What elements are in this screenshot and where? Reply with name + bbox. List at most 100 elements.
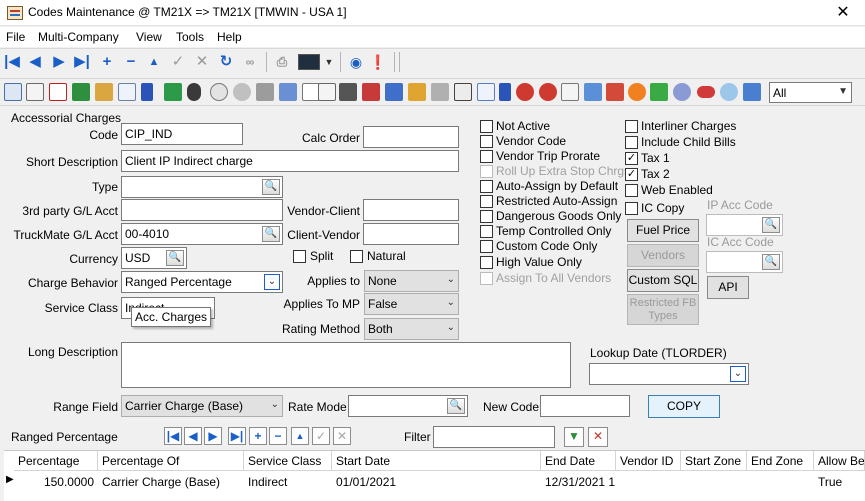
arrow-icon[interactable] (628, 83, 646, 101)
ic-acc-lookup-icon[interactable]: 🔍 (762, 254, 780, 270)
percent-icon[interactable] (4, 83, 22, 101)
network-icon[interactable] (516, 83, 534, 101)
menu-multi-company[interactable]: Multi-Company (38, 30, 119, 44)
natural-checkbox[interactable] (350, 250, 363, 263)
edit-record-icon[interactable]: ▲ (144, 52, 164, 72)
view-filter-select[interactable]: All▼ (769, 82, 852, 103)
client-vendor-input[interactable] (363, 223, 459, 245)
table-cell[interactable] (616, 472, 681, 492)
range-field-select[interactable]: Carrier Charge (Base)⌄ (121, 395, 283, 417)
restricted-fb-types-button[interactable]: Restricted FB Types (627, 294, 699, 325)
close-icon[interactable]: ✕ (833, 2, 853, 22)
box-icon[interactable] (95, 83, 113, 101)
grid-first-icon[interactable]: |◀ (164, 427, 182, 445)
grid-previous-icon[interactable]: ◀ (184, 427, 202, 445)
folder-icon[interactable] (408, 83, 426, 101)
route-icon[interactable] (279, 83, 297, 101)
menu-help[interactable]: Help (217, 30, 242, 44)
note-icon[interactable] (318, 83, 336, 101)
menu-view[interactable]: View (136, 30, 162, 44)
charge-behavior-select[interactable]: Ranged Percentage⌄ (121, 271, 283, 293)
setting-checkbox[interactable] (625, 202, 638, 215)
people-icon[interactable] (673, 83, 691, 101)
rate-mode-input[interactable]: 🔍 (348, 395, 468, 417)
next-record-icon[interactable]: ▶ (49, 52, 69, 72)
house-icon[interactable] (606, 83, 624, 101)
filter-clear-icon[interactable]: ✕ (588, 427, 608, 447)
grid-column-header[interactable]: End Date (541, 451, 616, 471)
grid-column-header[interactable]: Allow Bet (814, 451, 865, 471)
network-alt-icon[interactable] (539, 83, 557, 101)
sparkle-icon[interactable] (720, 83, 738, 101)
ip-acc-code-input[interactable]: 🔍 (706, 214, 783, 236)
filter-apply-icon[interactable]: ▼ (564, 427, 584, 447)
grid-edit-icon[interactable]: ▲ (291, 427, 309, 445)
fuel-price-button[interactable]: Fuel Price (627, 219, 699, 242)
type-lookup-icon[interactable]: 🔍 (262, 179, 280, 195)
page-icon[interactable] (561, 83, 579, 101)
vendor-client-input[interactable] (363, 199, 459, 221)
applies-to-select[interactable]: None⌄ (364, 270, 459, 292)
split-checkbox[interactable] (293, 250, 306, 263)
grid-delete-icon[interactable]: − (269, 427, 287, 445)
export-icon[interactable] (743, 83, 761, 101)
currency-lookup-icon[interactable]: 🔍 (166, 250, 184, 266)
setting-checkbox[interactable] (625, 120, 638, 133)
option-checkbox[interactable] (480, 195, 493, 208)
option-checkbox[interactable] (480, 135, 493, 148)
person-icon[interactable] (187, 83, 201, 101)
lookup-date-select[interactable]: ⌄ (589, 363, 749, 385)
grid-post-icon[interactable]: ✓ (312, 427, 330, 445)
type-input[interactable]: 🔍 (121, 176, 283, 198)
calc-order-input[interactable] (363, 126, 459, 148)
option-checkbox[interactable] (480, 120, 493, 133)
info-icon[interactable]: ❗ (368, 52, 388, 72)
first-record-icon[interactable]: |◀ (2, 52, 22, 72)
option-checkbox[interactable] (480, 256, 493, 269)
delete-record-icon[interactable]: − (121, 52, 141, 72)
applies-to-mp-select[interactable]: False⌄ (364, 293, 459, 315)
last-record-icon[interactable]: ▶| (72, 52, 92, 72)
grid-column-header[interactable]: Start Zone (681, 451, 747, 471)
tree-icon[interactable] (164, 83, 182, 101)
check-icon[interactable] (650, 83, 668, 101)
table-cell[interactable]: 12/31/2021 1 (541, 472, 616, 492)
grid-column-header[interactable]: Start Date (332, 451, 541, 471)
truck-icon[interactable] (339, 83, 357, 101)
flag-blue-icon[interactable] (499, 83, 511, 101)
monitor-icon[interactable] (298, 54, 320, 70)
grid-column-header[interactable]: Service Class (244, 451, 332, 471)
table-cell[interactable] (681, 472, 747, 492)
table-cell[interactable] (747, 472, 814, 492)
table-cell[interactable]: Indirect (244, 472, 332, 492)
grid-cancel-icon[interactable]: ✕ (333, 427, 351, 445)
new-code-input[interactable] (540, 395, 630, 417)
gauge-icon[interactable] (210, 83, 228, 101)
option-checkbox[interactable] (480, 210, 493, 223)
window-icon[interactable] (477, 83, 495, 101)
option-checkbox[interactable] (480, 180, 493, 193)
printer-icon[interactable] (431, 83, 449, 101)
truckmate-gl-input[interactable]: 00-4010🔍 (121, 223, 283, 245)
find-icon[interactable]: ∞ (240, 52, 260, 72)
currency-input[interactable]: USD🔍 (121, 247, 187, 269)
flag-icon[interactable] (141, 83, 153, 101)
third-party-gl-input[interactable] (121, 199, 283, 221)
trailer-icon[interactable] (362, 83, 380, 101)
database-icon[interactable] (385, 83, 403, 101)
ip-acc-lookup-icon[interactable]: 🔍 (762, 217, 780, 233)
previous-record-icon[interactable]: ◀ (25, 52, 45, 72)
tool-icon[interactable] (256, 83, 274, 101)
calendar-icon[interactable] (584, 83, 602, 101)
checklist-icon[interactable] (49, 83, 67, 101)
copy-button[interactable]: COPY (648, 395, 720, 418)
grid-column-header[interactable]: Percentage Of (98, 451, 244, 471)
code-input[interactable]: CIP_IND (121, 123, 243, 145)
car-icon[interactable] (697, 86, 715, 98)
ic-acc-code-input[interactable]: 🔍 (706, 251, 783, 273)
grid-column-header[interactable]: Vendor ID (616, 451, 681, 471)
form-icon[interactable] (454, 83, 472, 101)
grid-last-icon[interactable]: ▶| (228, 427, 246, 445)
option-checkbox[interactable] (480, 225, 493, 238)
option-checkbox[interactable] (480, 272, 493, 285)
